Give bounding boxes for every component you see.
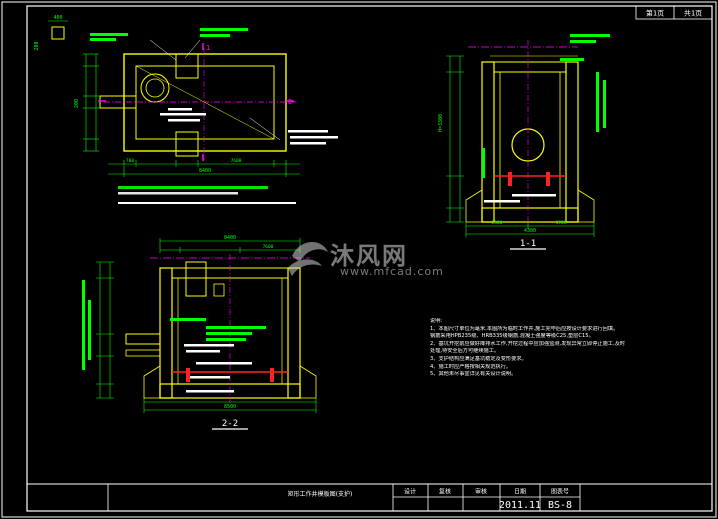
notes-block: 说明: 1、本图尺寸单位为毫米,本图所为临时工作井,施工完毕后应按设计要求进行回… xyxy=(430,318,680,379)
section1-overall-width: 4300 xyxy=(524,228,536,234)
section1-pipe-fill xyxy=(507,132,520,158)
page-counter: 第1页 共1页 xyxy=(635,5,713,20)
section1-caption: 1-1 xyxy=(520,239,536,249)
plan-dim-left: 200 xyxy=(74,99,80,108)
plan-view: 400 200 xyxy=(34,15,338,204)
section1-dim-a: 2300 xyxy=(492,220,503,226)
watermark-name: 沐风网 xyxy=(330,242,408,270)
notes-line: 2、基坑开挖前应做好降排水工作,开挖过程中应加强监测,发现异常立即停止施工,及时 xyxy=(430,340,625,347)
plan-manhole-circle xyxy=(140,73,170,103)
section-2-2: 8400 7600 xyxy=(82,235,317,430)
drawing-title: 矩形工作井模板图(支护) xyxy=(288,490,353,498)
section1-top-slab xyxy=(493,61,567,73)
title-block: 矩形工作井模板图(支护) 设计 复核 审核 日期 图表号 2011.11 BS-… xyxy=(26,483,713,512)
notes-line: 5、其他未尽事宜详见有关设计说明。 xyxy=(430,371,517,378)
notes-line: 3、支护结构应满足基坑稳定及变形要求。 xyxy=(430,355,527,362)
section2-overall-width: 8500 xyxy=(224,404,236,410)
watermark-url: www.mfcad.com xyxy=(340,265,444,278)
section1-dim-b: 1700 xyxy=(556,220,567,226)
section2-dim-bottom xyxy=(143,398,317,413)
review-label: 复核 xyxy=(439,488,451,496)
watermark: 沐风网 www.mfcad.com xyxy=(282,234,444,282)
plan-pipe-left xyxy=(99,95,137,109)
notes-heading: 说明: xyxy=(430,318,443,324)
plan-overall-width: 8400 xyxy=(199,168,211,174)
section1-left-wall xyxy=(481,61,495,223)
design-label: 设计 xyxy=(404,488,416,496)
plan-corner-detail xyxy=(51,26,65,40)
plan-dim-bottom-b: 7600 xyxy=(231,158,242,164)
section2-dim-b: 7600 xyxy=(263,244,274,250)
page-number-label: 第1页 xyxy=(646,9,664,18)
section2-left-annotation xyxy=(82,280,85,370)
section2-dim-a: 8400 xyxy=(224,235,236,241)
section2-dim-left xyxy=(96,261,114,399)
plan-outer-wall xyxy=(123,53,287,152)
section1-annotations xyxy=(482,34,610,203)
plan-dim-top: 400 xyxy=(53,15,62,21)
date-value: 2011.11 xyxy=(499,500,541,511)
plan-pipe-bottom xyxy=(175,131,199,157)
section1-base-slab xyxy=(481,207,579,223)
plan-dim-bottom-chain xyxy=(108,160,300,177)
section1-dim-left xyxy=(446,55,464,223)
section1-height-label: H=3300 xyxy=(438,114,444,132)
date-label: 日期 xyxy=(514,488,526,496)
plan-pipe-top xyxy=(175,53,199,79)
notes-line: 1、本图尺寸单位为毫米,本图所为临时工作井,施工完毕后应按设计要求进行回填。 xyxy=(430,325,619,332)
plan-section-mark-1: 1 xyxy=(206,44,210,52)
section2-annotations xyxy=(170,318,266,393)
drawing-number-value: BS-8 xyxy=(548,500,572,511)
plan-annotations xyxy=(90,28,338,145)
section1-right-wall xyxy=(565,61,579,223)
section2-caption: 2-2 xyxy=(222,419,238,429)
notes-line: 处理,待安全后方可继续施工。 xyxy=(430,348,500,355)
notes-line: 钢筋采用HPB235级、HRB335级钢筋,混凝土强度等级C25,垫层C15。 xyxy=(430,333,594,340)
plan-dim-side: 200 xyxy=(34,41,40,50)
plan-dim-bottom-a: 700 xyxy=(126,158,134,164)
section2-pipe-left xyxy=(125,333,161,345)
plan-legend xyxy=(118,186,296,204)
section2-left-wall xyxy=(159,267,173,399)
watermark-logo-icon xyxy=(288,241,328,276)
section1-dim-bottom xyxy=(465,222,595,237)
drawing-number-label: 图表号 xyxy=(551,488,569,496)
section-1-1: H=3300 2300 1700 4300 1-1 xyxy=(438,34,610,250)
section2-right-wall xyxy=(287,267,301,399)
section2-dim-top xyxy=(159,238,301,253)
approve-label: 审核 xyxy=(475,488,487,496)
page-total-label: 共1页 xyxy=(684,9,702,18)
notes-line: 4、施工时应严格按相关规范执行。 xyxy=(430,363,512,370)
plan-section-mark-2: 2 xyxy=(288,98,292,106)
